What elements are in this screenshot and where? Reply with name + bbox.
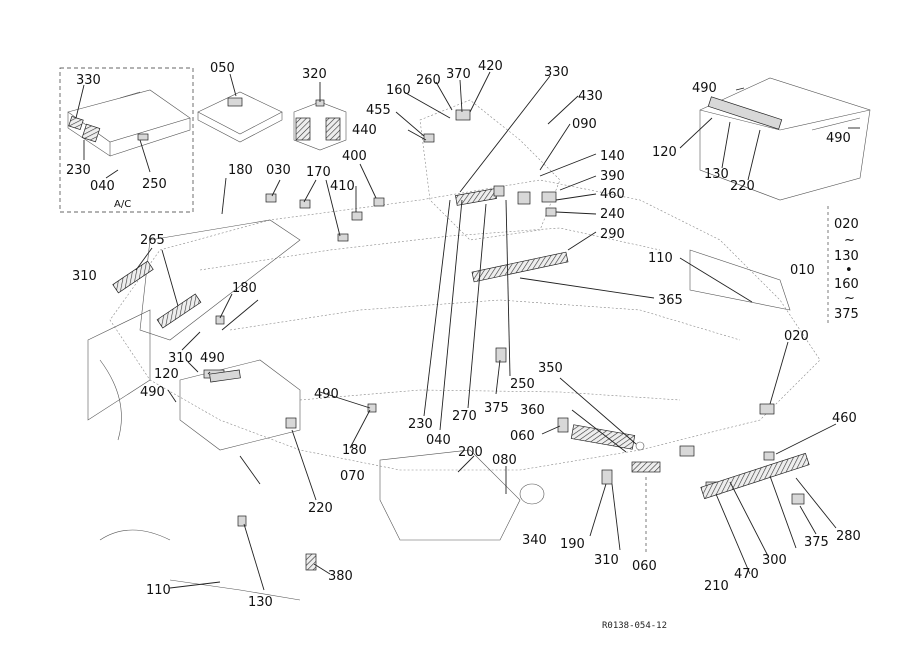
callout-120-topright: 120 xyxy=(652,145,677,160)
callout-455: 455 xyxy=(366,103,391,118)
inset-caption: A/C xyxy=(114,199,131,210)
callout-040-lower: 040 xyxy=(426,433,451,448)
callout-330-inset: 330 xyxy=(76,73,101,88)
document-code: R0138-054-12 xyxy=(602,621,667,631)
callout-180-top: 180 xyxy=(228,163,253,178)
callout-490-left: 490 xyxy=(140,385,165,400)
callout-110-mid: 110 xyxy=(648,251,673,266)
decals xyxy=(112,109,810,571)
callout-270: 270 xyxy=(452,409,477,424)
callout-240: 240 xyxy=(600,207,625,222)
range-130: 130 xyxy=(834,249,859,264)
callout-060-lower: 060 xyxy=(632,559,657,574)
callout-220-lower: 220 xyxy=(308,501,333,516)
callout-365: 365 xyxy=(658,293,683,308)
part-320-box xyxy=(293,99,347,151)
callout-250-lower: 250 xyxy=(510,377,535,392)
callout-430: 430 xyxy=(578,89,603,104)
callout-200: 200 xyxy=(458,445,483,460)
callout-460-top: 460 xyxy=(600,187,625,202)
callout-160-top: 160 xyxy=(386,83,411,98)
callout-460-lower: 460 xyxy=(832,411,857,426)
callout-490-topright: 490 xyxy=(692,81,717,96)
callout-400: 400 xyxy=(342,149,367,164)
callout-330-top: 330 xyxy=(544,65,569,80)
callout-290: 290 xyxy=(600,227,625,242)
callout-490-mid: 490 xyxy=(200,351,225,366)
range-160: 160 xyxy=(834,277,859,292)
range-tilde-1: ~ xyxy=(844,233,855,248)
callout-370: 370 xyxy=(446,67,471,82)
callout-090: 090 xyxy=(572,117,597,132)
callout-340: 340 xyxy=(522,533,547,548)
callout-375-lower: 375 xyxy=(804,535,829,550)
callout-220-topright: 220 xyxy=(730,179,755,194)
callout-265: 265 xyxy=(140,233,165,248)
range-bracket: 020 ~ 130 • 160 ~ 375 010 xyxy=(790,217,859,322)
callout-230-inset: 230 xyxy=(66,163,91,178)
ac-inset: A/C xyxy=(59,67,194,213)
callout-310-mid: 310 xyxy=(168,351,193,366)
callout-490-right: 490 xyxy=(826,131,851,146)
callout-320: 320 xyxy=(302,67,327,82)
callout-310-left: 310 xyxy=(72,269,97,284)
callout-390: 390 xyxy=(600,169,625,184)
callout-140: 140 xyxy=(600,149,625,164)
callout-250-inset: 250 xyxy=(142,177,167,192)
callout-280: 280 xyxy=(836,529,861,544)
part-050-panel xyxy=(197,91,283,143)
range-dot: • xyxy=(845,263,853,278)
callout-labels: 330 230 040 250 050 320 160 260 370 420 … xyxy=(66,59,861,610)
callout-230-lower: 230 xyxy=(408,417,433,432)
callout-470: 470 xyxy=(734,567,759,582)
callout-380: 380 xyxy=(328,569,353,584)
callout-170: 170 xyxy=(306,165,331,180)
roof-panel xyxy=(699,77,871,201)
callout-030: 030 xyxy=(266,163,291,178)
machine-body xyxy=(87,99,821,601)
callout-020-right: 020 xyxy=(784,329,809,344)
callout-130-lower: 130 xyxy=(248,595,273,610)
range-group-010: 010 xyxy=(790,263,815,278)
callout-040-inset: 040 xyxy=(90,179,115,194)
range-020: 020 xyxy=(834,217,859,232)
callout-180-mid: 180 xyxy=(232,281,257,296)
callout-410: 410 xyxy=(330,179,355,194)
callout-300: 300 xyxy=(762,553,787,568)
callout-120-left: 120 xyxy=(154,367,179,382)
callout-375-mid: 375 xyxy=(484,401,509,416)
callout-440: 440 xyxy=(352,123,377,138)
range-tilde-2: ~ xyxy=(844,291,855,306)
callout-050: 050 xyxy=(210,61,235,76)
leader-lines xyxy=(75,71,860,591)
callout-180-lower: 180 xyxy=(342,443,367,458)
callout-130-topright: 130 xyxy=(704,167,729,182)
callout-490-lower: 490 xyxy=(314,387,339,402)
callout-070: 070 xyxy=(340,469,365,484)
callout-060-mid: 060 xyxy=(510,429,535,444)
callout-350: 350 xyxy=(538,361,563,376)
range-375: 375 xyxy=(834,307,859,322)
callout-210: 210 xyxy=(704,579,729,594)
callout-190: 190 xyxy=(560,537,585,552)
callout-310-lower: 310 xyxy=(594,553,619,568)
callout-360: 360 xyxy=(520,403,545,418)
callout-420: 420 xyxy=(478,59,503,74)
callout-080: 080 xyxy=(492,453,517,468)
callout-110-lower: 110 xyxy=(146,583,171,598)
callout-260: 260 xyxy=(416,73,441,88)
